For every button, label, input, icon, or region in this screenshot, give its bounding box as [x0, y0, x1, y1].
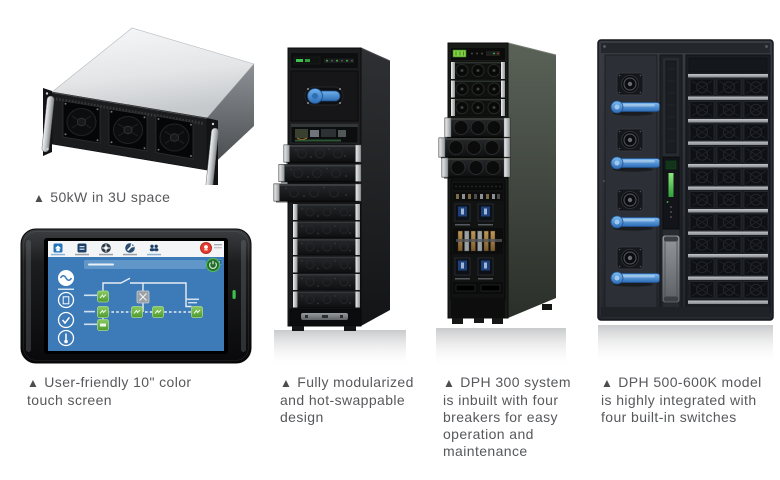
caption-dph500-600k: ▲DPH 500-600K model is highly integrated… — [601, 374, 769, 426]
management-icon — [75, 243, 89, 256]
floor-reflection — [274, 330, 406, 368]
dph500-600k-photo — [597, 39, 774, 365]
screen-body — [48, 257, 224, 351]
figure-dph300-tower — [436, 22, 593, 370]
powerflow-nodes — [97, 290, 203, 331]
cabinet-base — [289, 308, 362, 331]
alarm-icon — [200, 242, 212, 254]
panel-bottom-band — [601, 307, 770, 317]
transformer-icon — [136, 290, 150, 304]
triangle-marker: ▲ — [27, 376, 40, 390]
dph300-photo — [436, 42, 566, 368]
power-icon — [205, 257, 221, 273]
pulled-module-2 — [438, 137, 511, 159]
figure-touchscreen — [20, 226, 252, 366]
fan-module-stack — [450, 61, 506, 117]
cabinet-base — [451, 298, 505, 318]
setup-icon — [99, 243, 113, 256]
breaker-2 — [477, 203, 494, 226]
gray-module — [661, 234, 681, 304]
caption-text: DPH 500-600K model is highly integrated … — [601, 374, 762, 425]
vent-strip — [55, 97, 204, 125]
display-strip — [451, 48, 505, 60]
caption-rack-3u: ▲ 50kW in 3U space — [33, 189, 253, 207]
fan-module-1 — [62, 100, 101, 144]
cabinet-side — [361, 48, 390, 326]
pulled-module-3 — [273, 183, 362, 203]
caption-text: Fully modularized and hot-swappable desi… — [280, 374, 414, 425]
caption-modular-tower: ▲Fully modularized and hot-swappable des… — [280, 374, 422, 426]
screen-topbar — [48, 241, 224, 257]
caption-text: DPH 300 system is inbuilt with four brea… — [443, 374, 571, 459]
figure-dph500-panel — [593, 33, 778, 368]
breaker-4 — [477, 257, 494, 280]
cabinet-side — [508, 43, 556, 318]
caption-dph300: ▲DPH 300 system is inbuilt with four bre… — [443, 374, 579, 460]
fan-module-2 — [108, 108, 148, 152]
ac-wave-icon — [58, 270, 74, 290]
check-icon — [57, 311, 75, 329]
caption-text: User-friendly 10" color touch screen — [27, 374, 192, 408]
panel-top-band — [601, 43, 770, 53]
open-service-module — [290, 123, 359, 144]
modular-tower-photo — [273, 47, 406, 368]
pulled-module-3 — [441, 157, 511, 179]
caption-touchscreen: ▲User-friendly 10" color touch screen — [27, 374, 203, 409]
figure-modular-tower — [272, 30, 434, 370]
status-led — [232, 290, 236, 299]
figure-rack-3u — [10, 0, 260, 200]
floor-reflection — [598, 325, 773, 365]
rack-3u-photo — [41, 27, 255, 200]
pulled-module-1 — [444, 117, 511, 139]
home-icon — [51, 243, 65, 256]
triangle-marker: ▲ — [280, 376, 293, 390]
breaker-3 — [454, 257, 471, 280]
switch-bay — [604, 54, 658, 314]
pulled-module-1 — [283, 144, 362, 164]
rack-right-side — [207, 64, 254, 170]
touchscreen-photo — [20, 228, 252, 364]
breaker-1 — [454, 203, 471, 226]
rotary-switch-blue-handle — [304, 86, 344, 106]
control-module — [662, 156, 680, 230]
fan-module-3 — [155, 115, 194, 160]
maintenance-icon — [123, 243, 137, 256]
pulled-module-2 — [278, 164, 362, 184]
log-icon — [147, 244, 161, 256]
rack-handle-left — [41, 95, 55, 153]
triangle-marker: ▲ — [443, 376, 456, 390]
touchscreen-screen — [48, 241, 224, 351]
report-icon — [57, 291, 75, 309]
module-grid — [685, 54, 771, 314]
meter-icon — [57, 329, 75, 347]
floor-reflection — [436, 328, 566, 368]
triangle-marker: ▲ — [33, 191, 46, 205]
caption-text: 50kW in 3U space — [50, 189, 171, 205]
busbar-section — [453, 228, 503, 254]
center-column — [659, 54, 683, 314]
powerflow-lines — [97, 277, 192, 320]
triangle-marker: ▲ — [601, 376, 614, 390]
breaker-section — [450, 179, 506, 301]
powerflow-header — [84, 260, 206, 269]
